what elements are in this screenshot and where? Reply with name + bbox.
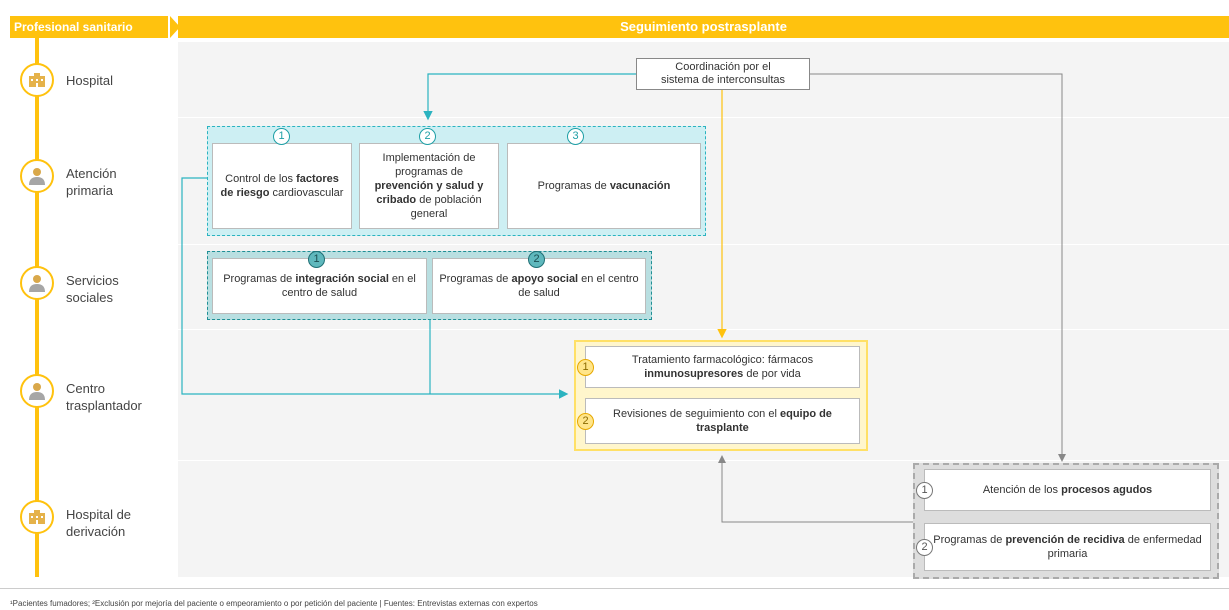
lane-divider: [178, 117, 1229, 118]
step-number-badge: 3: [567, 128, 584, 145]
doctor-person-icon: [20, 266, 54, 300]
step-number-badge: 1: [308, 251, 325, 268]
doctor-person-icon: [20, 374, 54, 408]
primary-care-item-3-text: Programas de vacunación: [537, 180, 671, 192]
transplant-center-item-1-text: Tratamiento farmacológico: fármacos inmu…: [631, 354, 814, 380]
step-number-badge: 2: [419, 128, 436, 145]
primary-care-item-3: Programas de vacunación: [507, 143, 701, 229]
arrow-coordination-to-primary-care: [423, 73, 636, 121]
step-number-badge: 2: [528, 251, 545, 268]
header-arrow-notch: [170, 16, 180, 38]
primary-care-item-1-text: Control de los factores de riesgo cardio…: [220, 173, 344, 199]
social-services-item-1-text: Programas de integración social en el ce…: [223, 273, 416, 299]
footnote-divider: [0, 588, 1229, 589]
doctor-person-icon: [20, 159, 54, 193]
referral-hospital-item-2: Programas de prevención de recidiva de e…: [924, 523, 1211, 571]
header-right-label: Seguimiento postrasplante: [178, 16, 1229, 38]
primary-care-item-2: Implementación de programas de prevenció…: [359, 143, 499, 229]
step-number-badge: 1: [577, 359, 594, 376]
lane-divider: [178, 329, 1229, 330]
header-left-label: Profesional sanitario: [10, 16, 168, 38]
referral-hospital-item-1: Atención de los procesos agudos: [924, 469, 1211, 511]
coordination-box: Coordinación por el sistema de intercons…: [636, 58, 810, 90]
lane-divider: [178, 460, 1229, 461]
primary-care-item-1: Control de los factores de riesgo cardio…: [212, 143, 352, 229]
step-number-badge: 1: [273, 128, 290, 145]
arrow-coordination-to-referral-hospital: [810, 73, 1066, 462]
lane-label-hospital: Hospital: [66, 73, 113, 88]
referral-hospital-item-1-text: Atención de los procesos agudos: [982, 484, 1153, 496]
referral-hospital-item-2-text: Programas de prevención de recidiva de e…: [933, 534, 1202, 560]
footnote: ¹Pacientes fumadores; ²Exclusión por mej…: [10, 599, 538, 608]
step-number-badge: 2: [916, 539, 933, 556]
lane-divider: [178, 244, 1229, 245]
transplant-center-item-1: Tratamiento farmacológico: fármacos inmu…: [585, 346, 860, 388]
primary-care-item-2-text: Implementación de programas de prevenció…: [374, 152, 484, 220]
step-number-badge: 2: [577, 413, 594, 430]
transplant-center-item-2: Revisiones de seguimiento con el equipo …: [585, 398, 860, 444]
arrow-referral-to-transplant-center: [718, 455, 917, 523]
arrow-primary-care-to-transplant-center: [181, 177, 569, 399]
lane-spine: [35, 38, 39, 577]
hospital-building-icon: [20, 63, 54, 97]
transplant-center-item-2-text: Revisiones de seguimiento con el equipo …: [613, 408, 832, 434]
hospital-building-icon: [20, 500, 54, 534]
social-services-item-2-text: Programas de apoyo social en el centro d…: [439, 273, 639, 299]
step-number-badge: 1: [916, 482, 933, 499]
